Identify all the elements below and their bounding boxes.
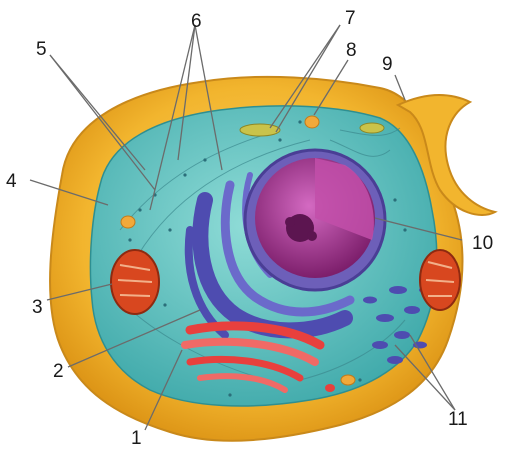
mitochondrion-right (420, 250, 460, 310)
label-4: 4 (6, 172, 17, 191)
centriole (240, 124, 280, 136)
lysosome (305, 116, 319, 128)
label-11: 11 (448, 410, 468, 429)
label-2: 2 (53, 362, 64, 381)
vesicle (325, 384, 335, 392)
centriole (360, 123, 384, 133)
label-8: 8 (346, 41, 357, 60)
label-5: 5 (36, 40, 47, 59)
label-9: 9 (382, 55, 393, 74)
label-3: 3 (32, 298, 43, 317)
label-7: 7 (345, 9, 356, 28)
label-6: 6 (191, 12, 202, 31)
vesicle (341, 375, 355, 385)
label-10: 10 (472, 234, 493, 253)
label-1: 1 (131, 429, 142, 448)
lysosome (121, 216, 135, 228)
mitochondrion-left (111, 250, 159, 314)
